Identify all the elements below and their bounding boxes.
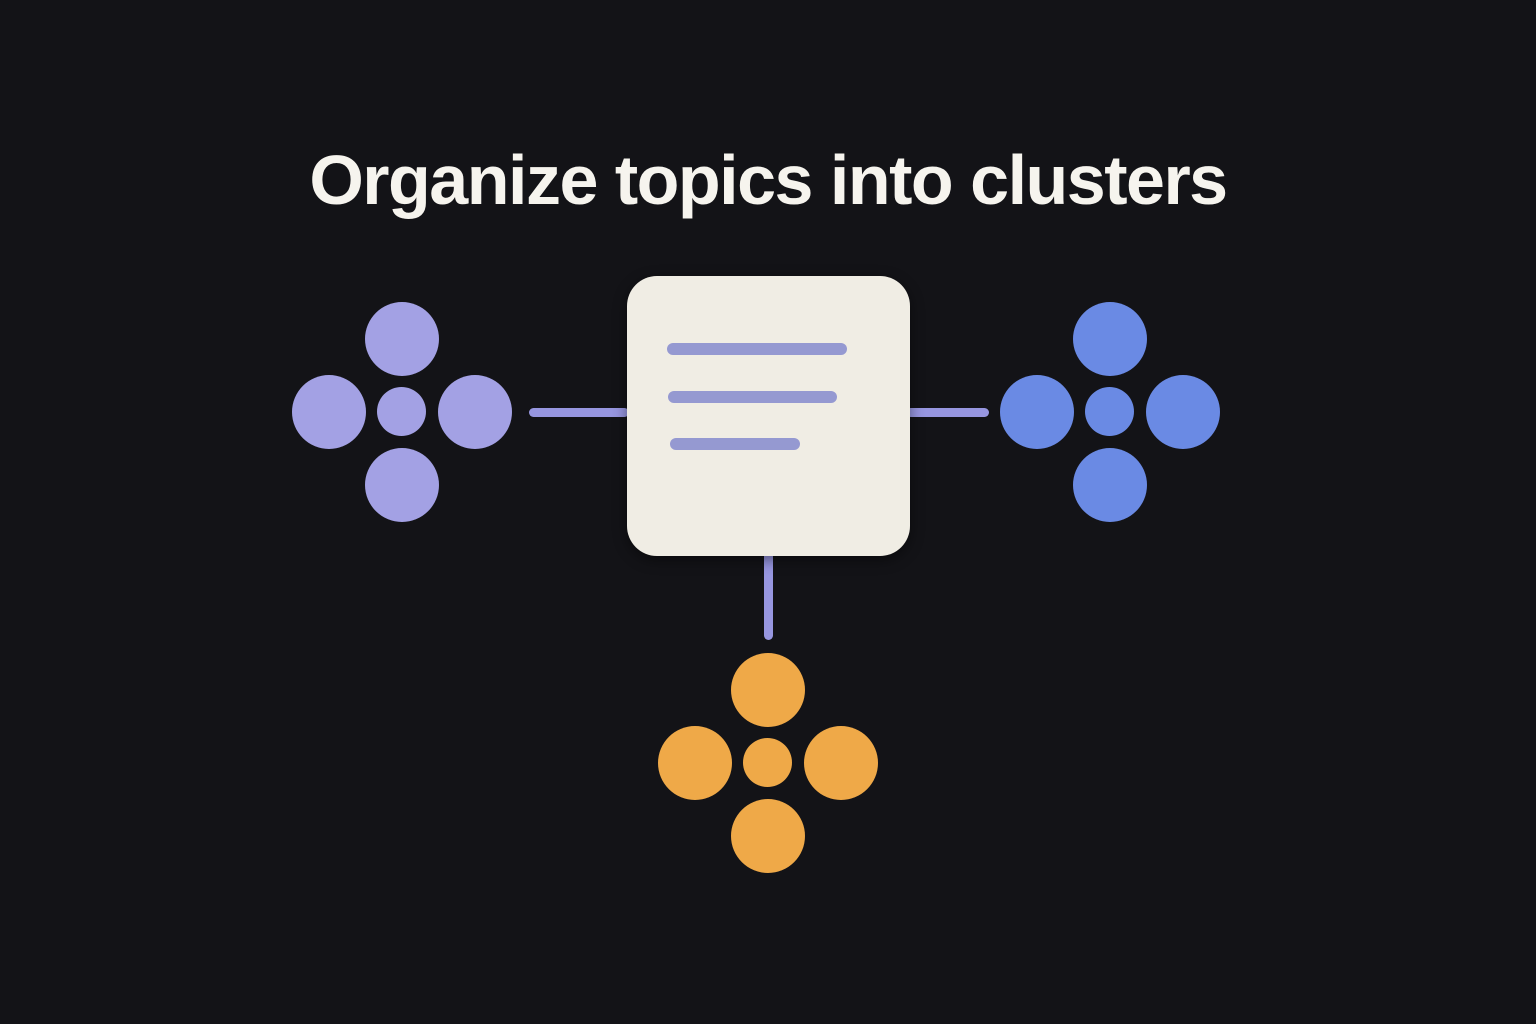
connector-left [529,408,629,417]
topic-dot [1073,302,1147,376]
topic-dot [292,375,366,449]
card-text-line-1 [667,343,847,355]
connector-bottom [764,552,773,640]
document-card [627,276,910,556]
cluster-bottom [653,648,883,878]
topic-dot [365,448,439,522]
card-text-line-2 [668,391,837,403]
topic-dot [731,799,805,873]
topic-dot [731,653,805,727]
page-title: Organize topics into clusters [309,140,1228,219]
connector-right [906,408,989,417]
topic-dot-center [743,738,792,787]
topic-dot [1000,375,1074,449]
topic-dot-center [377,387,426,436]
topic-dot [365,302,439,376]
topic-dot-center [1085,387,1134,436]
cluster-left [287,297,517,527]
topic-dot [658,726,732,800]
card-text-line-3 [670,438,800,450]
topic-dot [804,726,878,800]
cluster-right [995,297,1225,527]
topic-dot [1146,375,1220,449]
topic-dot [438,375,512,449]
topic-dot [1073,448,1147,522]
